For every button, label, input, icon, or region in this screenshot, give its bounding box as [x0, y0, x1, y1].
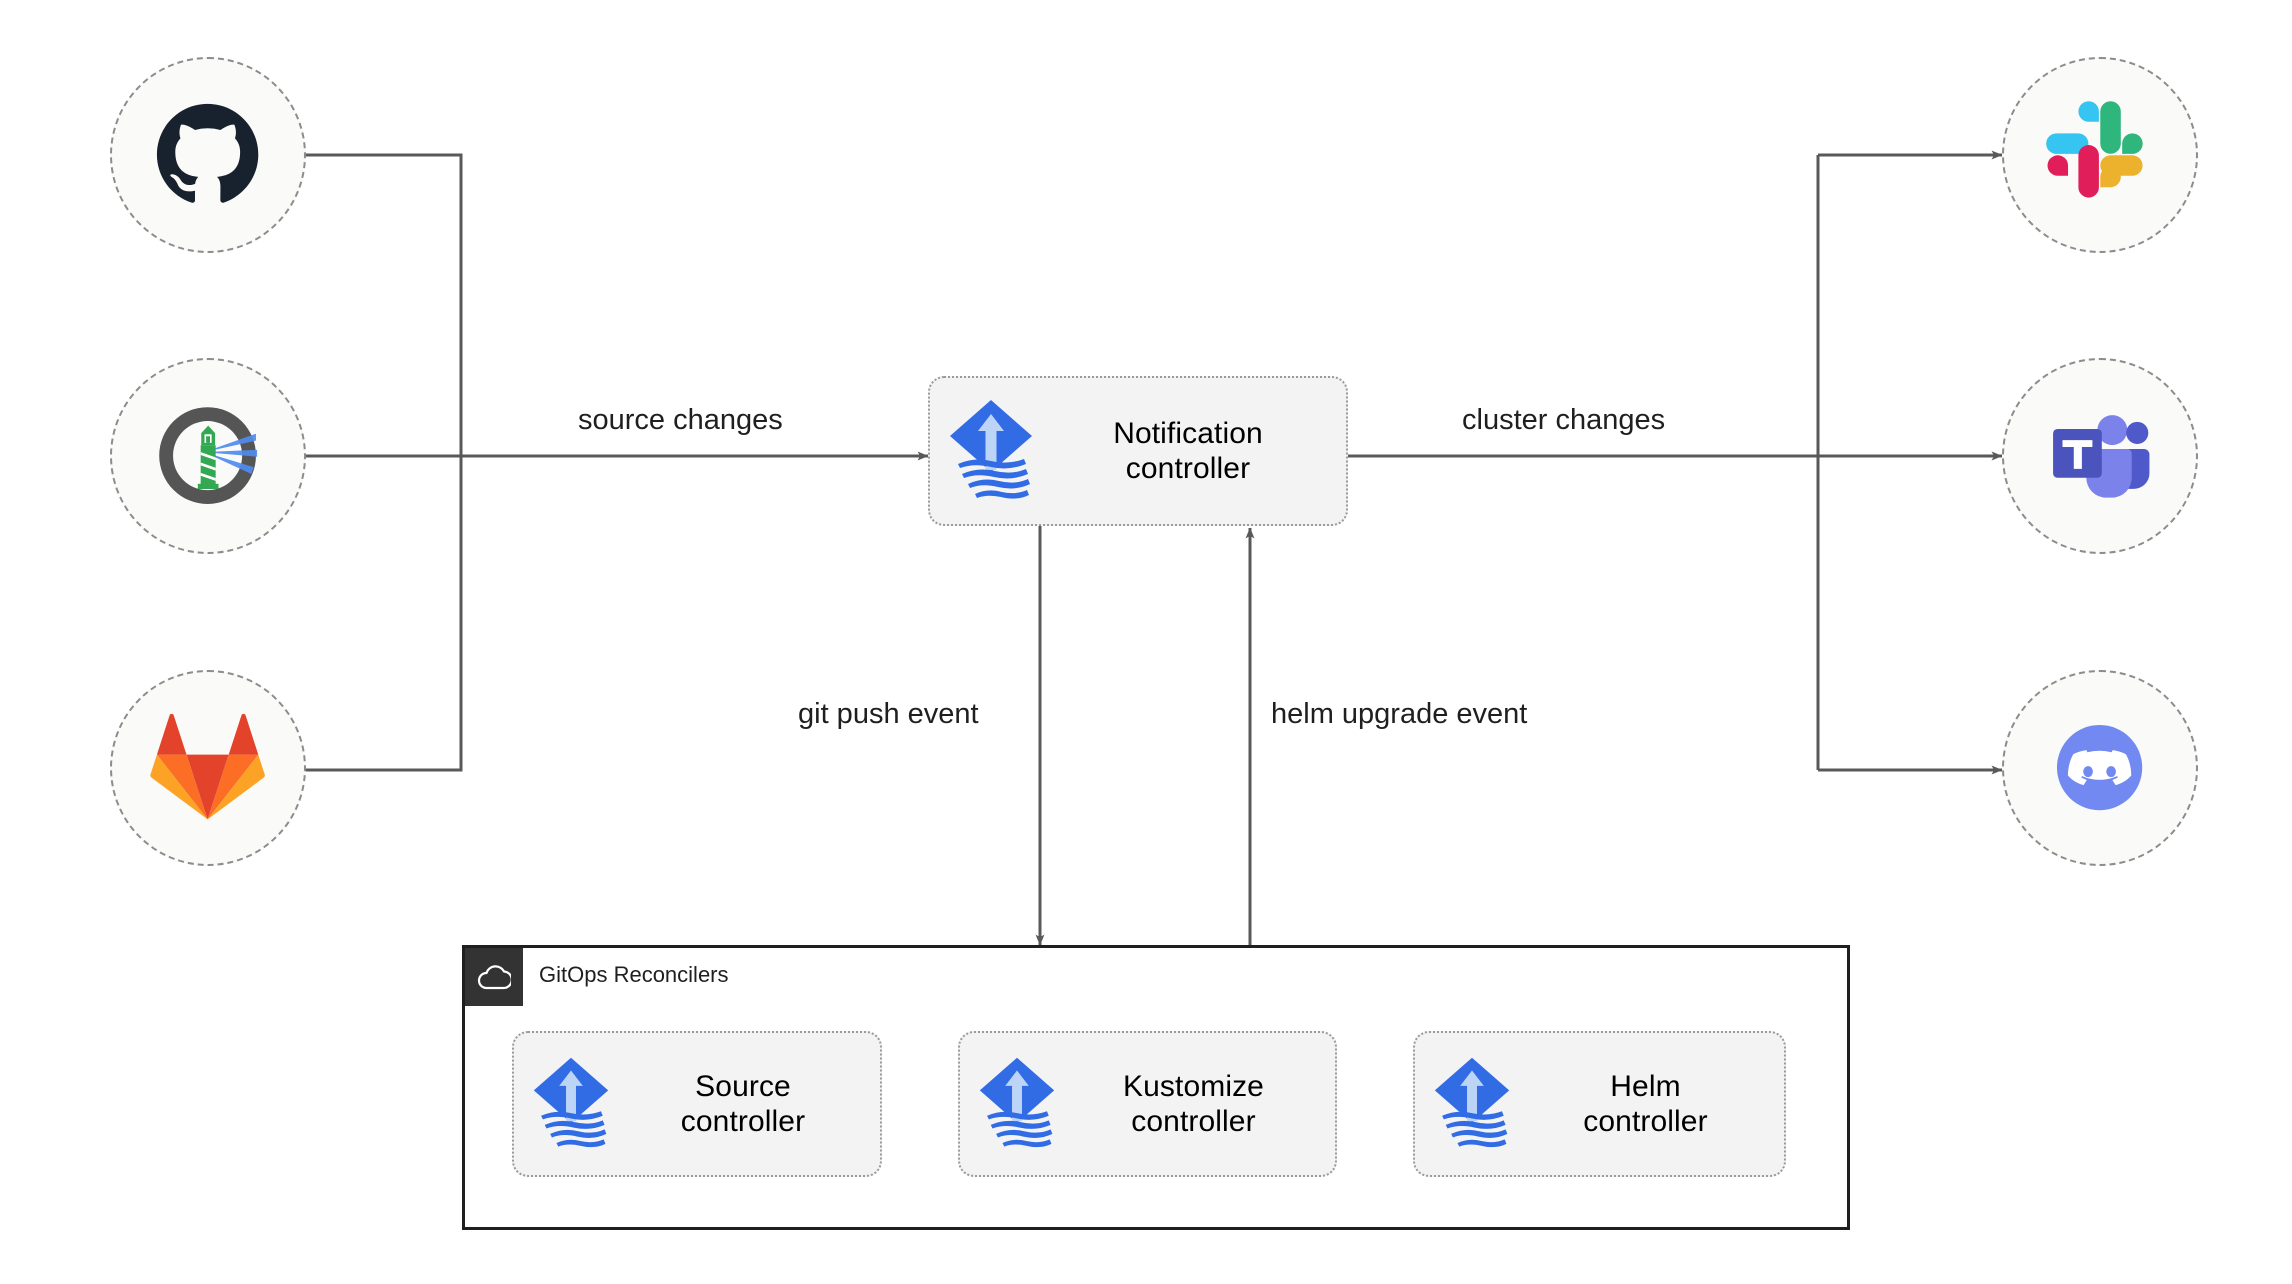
notification-controller-node[interactable]: Notification controller: [928, 376, 1348, 526]
edge-label-cluster-changes: cluster changes: [1462, 404, 1666, 436]
kustomize-controller-node[interactable]: Kustomize controller: [958, 1031, 1337, 1177]
gitlab-icon: [150, 714, 266, 820]
cloud-icon: [477, 965, 511, 990]
source-node-gitlab[interactable]: [110, 670, 306, 866]
wire-gitlab-to-bus: [288, 456, 463, 772]
edge-label-helm-upgrade-event: helm upgrade event: [1271, 698, 1528, 730]
kustomize-controller-label: Kustomize controller: [1123, 1069, 1264, 1138]
slack-icon: [2046, 101, 2144, 198]
edge-label-git-push-event: git push event: [798, 698, 979, 730]
github-icon: [157, 104, 259, 204]
source-node-github[interactable]: [110, 57, 306, 253]
source-controller-node[interactable]: Source controller: [512, 1031, 882, 1177]
destination-node-teams[interactable]: [2002, 358, 2198, 554]
discord-icon: [2057, 725, 2143, 811]
flux-logo-icon: [1434, 1057, 1510, 1148]
helm-controller-label: Helm controller: [1583, 1069, 1708, 1138]
destination-node-discord[interactable]: [2002, 670, 2198, 866]
helm-controller-node[interactable]: Helm controller: [1413, 1031, 1786, 1177]
source-controller-label: Source controller: [680, 1069, 806, 1138]
destination-node-slack[interactable]: [2002, 57, 2198, 253]
wire-github-to-bus: [288, 153, 463, 456]
group-tab: [465, 948, 523, 1006]
flux-logo-icon: [979, 1057, 1055, 1148]
notification-controller-label: Notification controller: [1113, 416, 1263, 485]
flux-logo-icon: [950, 400, 1032, 499]
group-title: GitOps Reconcilers: [539, 962, 729, 987]
microsoft-teams-icon: [2053, 415, 2150, 499]
source-node-flux[interactable]: [110, 358, 306, 554]
edge-label-source-changes: source changes: [578, 404, 783, 436]
flux-lighthouse-icon: [159, 407, 258, 505]
flux-logo-icon: [533, 1057, 609, 1148]
